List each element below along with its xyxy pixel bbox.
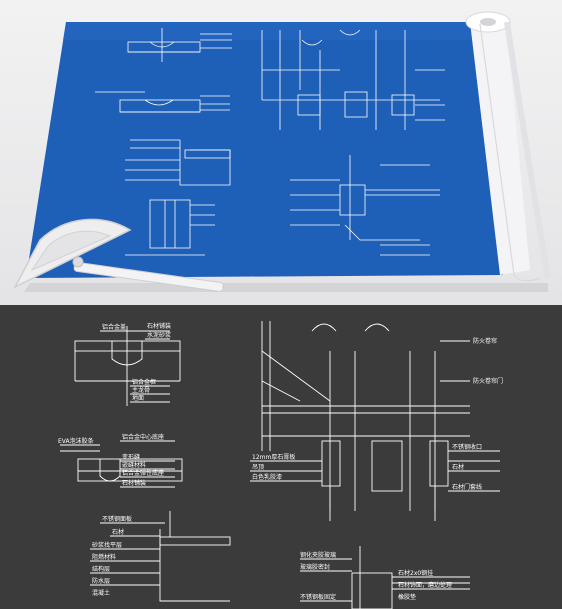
detail-4-label-d: 吊顶 — [252, 464, 264, 471]
detail-3-label-b: 石材 — [112, 528, 124, 536]
detail-5-drawing — [300, 546, 470, 609]
detail-5-label-d: 石材饰面，磨边处理 — [398, 581, 452, 589]
detail-2-label-b: 铝合金中心底座 — [122, 433, 164, 441]
detail-4-labels: 防火卷帘 防火卷帘门 12mm厚石膏板 吊顶 白色乳胶漆 不锈钢收口 石材 石材… — [252, 337, 503, 491]
detail-2-label-c: 变形缝 — [122, 453, 140, 461]
detail-2-labels: EVA泡沫胶条 铝合金中心底座 变形缝 嵌缝材料 铝合金弹性底座 石材铺装 — [58, 433, 164, 487]
detail-2-label-f: 石材铺装 — [122, 479, 146, 487]
paper-roll-icon — [465, 11, 551, 282]
detail-1-label-f: 地面 — [132, 394, 144, 402]
detail-3-label-f: 防水层 — [92, 577, 110, 585]
detail-4-label-a: 防火卷帘 — [473, 337, 497, 345]
detail-3-label-c: 砂浆找平层 — [92, 541, 122, 549]
protractor-icon — [13, 218, 224, 292]
detail-3-label-e: 结构层 — [92, 565, 110, 573]
detail-5-label-f: 橡胶垫 — [398, 593, 416, 601]
detail-5-labels: 钢化夹胶玻璃 玻璃胶密封 石材2x0钢挂 石材饰面，磨边处理 不锈钢板固定 橡胶… — [300, 551, 452, 601]
cad-drawing-panel — [0, 305, 562, 609]
detail-5-label-c: 石材2x0钢挂 — [398, 569, 433, 577]
detail-1-label-d: 铝合金框 — [132, 378, 156, 386]
detail-4-label-c: 12mm厚石膏板 — [252, 453, 295, 461]
detail-1-labels: 铝合金盖 石材铺装 水泥砂浆 铝合金框 主龙骨 地面 — [102, 322, 171, 402]
detail-1-drawing — [74, 326, 181, 406]
detail-2-label-d: 嵌缝材料 — [122, 461, 146, 469]
paper-shadow — [24, 283, 548, 292]
detail-5-label-e: 不锈钢板固定 — [300, 593, 336, 601]
detail-2-label-e: 铝合金弹性底座 — [122, 469, 164, 477]
detail-4-label-g: 不锈钢收口 — [452, 443, 482, 451]
cad-sheet: 铝合金盖 石材铺装 水泥砂浆 铝合金框 主龙骨 地面 EVA泡沫胶条 铝合金中心… — [58, 321, 503, 609]
detail-3-label-g: 混凝土 — [92, 589, 110, 597]
detail-4-label-e: 石材 — [452, 463, 464, 471]
detail-2-label-a: EVA泡沫胶条 — [58, 437, 94, 445]
detail-4-drawing — [250, 321, 500, 521]
blueprint-linework — [95, 28, 445, 256]
detail-4-label-b: 防火卷帘门 — [473, 377, 503, 385]
detail-3-labels: 不锈钢面板 石材 砂浆找平层 阻燃材料 结构层 防水层 混凝土 — [92, 515, 132, 597]
detail-4-label-f: 石材门套线 — [452, 483, 482, 491]
detail-1-label-b: 石材铺装 — [147, 322, 171, 330]
detail-3-drawing — [90, 511, 231, 602]
detail-1-label-c: 水泥砂浆 — [147, 331, 171, 339]
blueprint-sheet — [26, 22, 503, 278]
sheet-highlight — [63, 22, 489, 40]
detail-3-label-a: 不锈钢面板 — [102, 515, 132, 523]
detail-1-label-e: 主龙骨 — [132, 386, 150, 394]
detail-3-label-d: 阻燃材料 — [92, 553, 116, 561]
detail-2-drawing — [60, 440, 183, 488]
detail-5-label-a: 钢化夹胶玻璃 — [300, 551, 336, 559]
blueprint-scene — [13, 11, 551, 292]
detail-5-label-b: 玻璃胶密封 — [300, 563, 330, 571]
detail-4-label-h: 白色乳胶漆 — [252, 473, 282, 481]
detail-1-label-a: 铝合金盖 — [102, 323, 126, 331]
